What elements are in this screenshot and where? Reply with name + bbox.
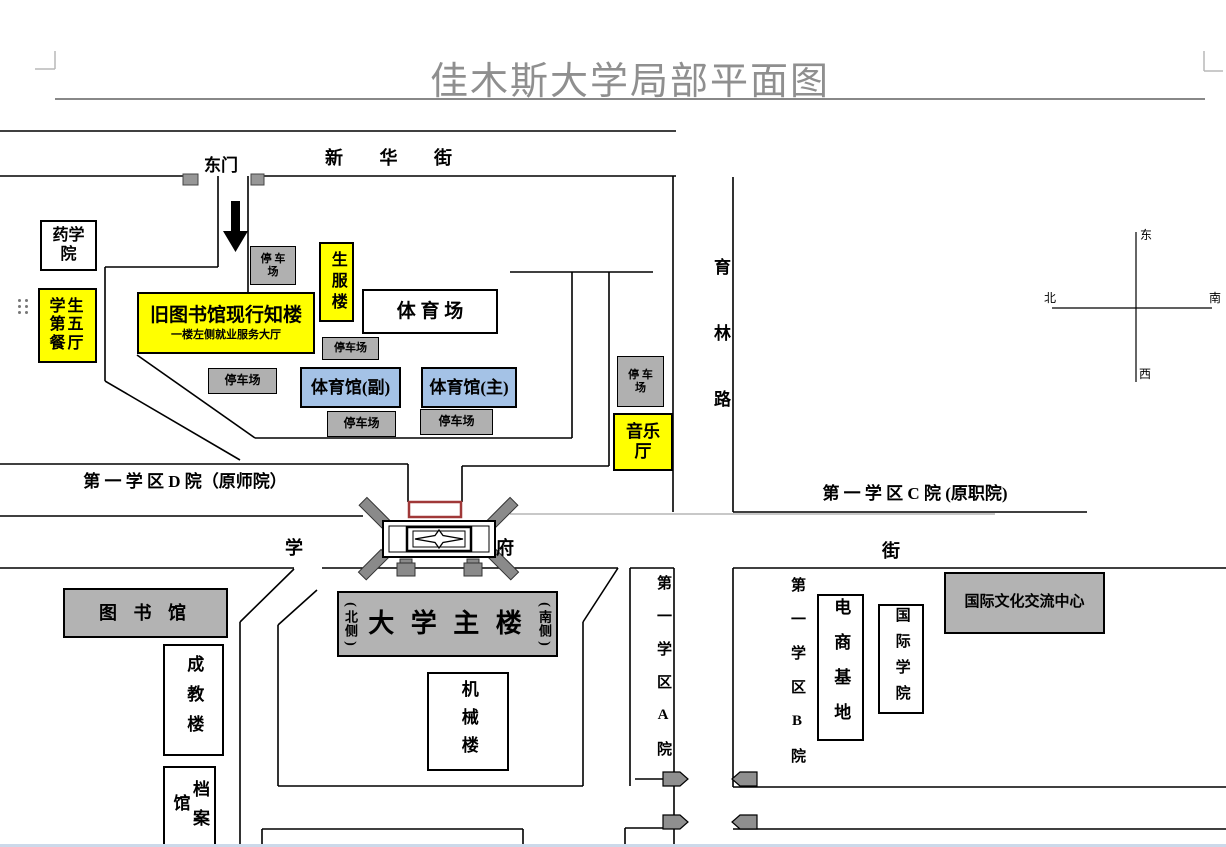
building-pharmacy: 药学院: [40, 220, 97, 271]
street-label-xuefu-1: 学: [285, 538, 303, 558]
compass-south-label: 南: [1209, 291, 1222, 305]
district-b-label: 第一学区B院: [789, 577, 805, 782]
building-gym-aux: 体育馆(副): [300, 367, 401, 408]
building-intl-center: 国际文化交流中心: [944, 572, 1105, 634]
building-stadium: 体 育 场: [362, 289, 498, 334]
building-shengfu: 生服楼: [319, 242, 354, 322]
paren-open: (: [342, 602, 358, 607]
building-machinery: 机械楼: [427, 672, 509, 771]
parking-lot-1: 停 车 场: [250, 246, 296, 285]
main-hall-title: 大 学 主 楼: [368, 609, 527, 639]
building-intl-college: 国际学院: [878, 604, 924, 714]
district-c-label: 第 一 学 区 C 院 (原职院): [822, 484, 1008, 503]
building-music-hall: 音乐厅: [613, 413, 673, 471]
main-hall-north-label: 北侧: [343, 610, 358, 638]
building-gym-main: 体育馆(主): [421, 367, 517, 408]
old-library-title: 旧图书馆现行知楼: [149, 304, 302, 326]
parking-lot-3: 停车场: [322, 337, 379, 360]
building-chengjiao: 成教楼: [163, 644, 224, 756]
object-anchor-dots-icon: [18, 299, 30, 315]
compass-icon: [1052, 232, 1212, 382]
compass-north-label: 北: [1044, 291, 1057, 305]
east-gate-label: 东门: [204, 156, 238, 175]
parking-lot-2: 停车场: [208, 368, 277, 394]
parking-lot-6: 停 车 场: [617, 356, 664, 407]
old-library-note: 一楼左侧就业服务大厅: [171, 328, 281, 341]
district-a-label: 第一学区A院: [655, 574, 671, 774]
street-label-xinhua: 新 华 街: [325, 148, 468, 168]
main-hall-south-label: 南侧: [536, 610, 552, 638]
street-label-xuefu-2: 府: [496, 538, 514, 558]
paren-close: ): [342, 641, 358, 646]
main-hall-north-side: ( 北侧 ): [342, 599, 358, 649]
page-title: 佳木斯大学局部平面图: [429, 61, 830, 103]
building-old-library: 旧图书馆现行知楼 一楼左侧就业服务大厅: [137, 292, 315, 354]
paren-open: (: [536, 602, 552, 607]
main-gate-icon: [357, 496, 520, 581]
bottom-scrollbar-edge[interactable]: [0, 844, 1226, 847]
compass-west-label: 西: [1139, 367, 1152, 381]
building-canteen5: 学生第五餐厅: [38, 288, 97, 363]
building-archives: 档案馆: [163, 766, 216, 847]
main-hall-south-side: ( 南侧 ): [536, 599, 552, 649]
compass-east-label: 东: [1140, 228, 1153, 242]
district-d-label: 第 一 学 区 D 院（原师院）: [83, 472, 287, 491]
road-entrance-arrow-icon: [662, 771, 758, 830]
page-margin-marks-icon: [35, 51, 1223, 72]
building-library: 图 书 馆: [63, 588, 228, 638]
parking-lot-5: 停车场: [420, 409, 493, 435]
east-gate-posts-icon: [182, 173, 265, 186]
street-label-xuefu-3: 街: [882, 541, 900, 561]
entrance-arrow-icon: [223, 201, 248, 252]
building-main-hall: ( 北侧 ) 大 学 主 楼 ( 南侧 ): [337, 591, 558, 657]
paren-close: ): [536, 641, 552, 646]
building-ecommerce: 电商基地: [817, 594, 864, 741]
street-label-yulin: 育林路: [711, 258, 730, 456]
parking-lot-4: 停车场: [327, 411, 396, 437]
